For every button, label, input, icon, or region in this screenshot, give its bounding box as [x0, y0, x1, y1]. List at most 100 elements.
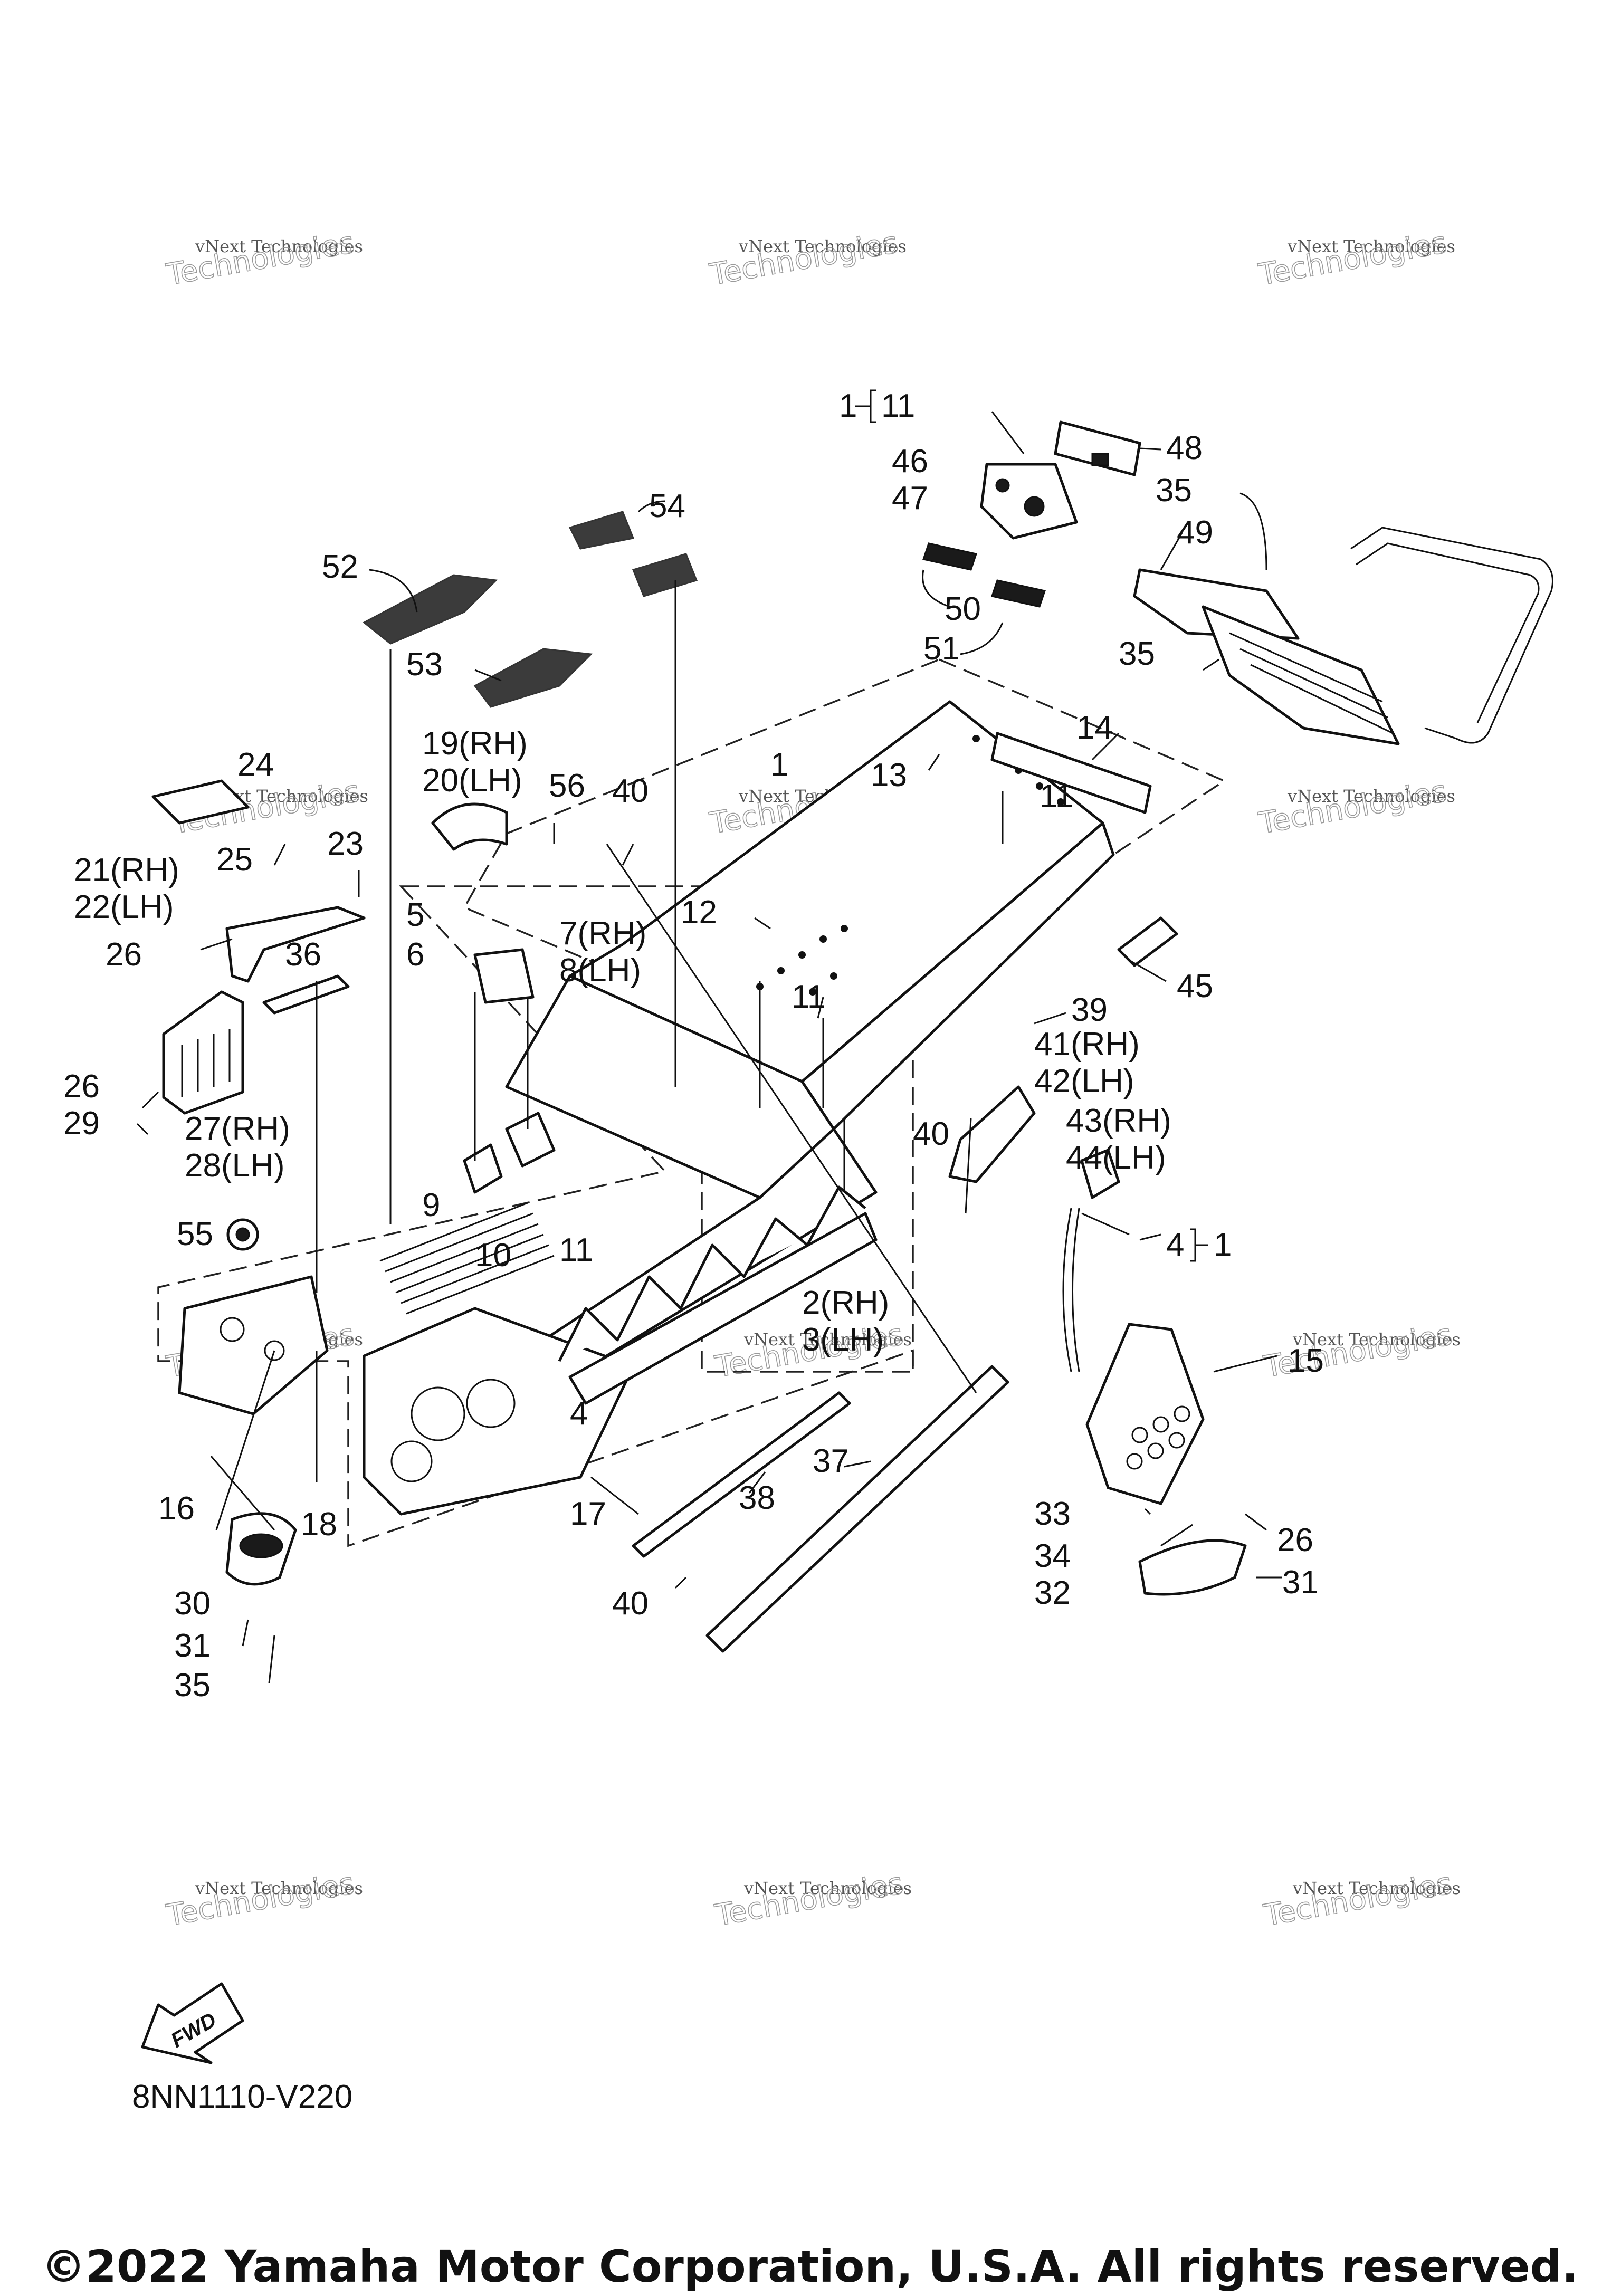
- svg-text:Technologies: Technologies: [164, 1866, 357, 1933]
- svg-text:Technologies: Technologies: [1261, 1866, 1455, 1933]
- callout: 23: [327, 826, 364, 862]
- callout: 18: [301, 1506, 337, 1543]
- callout: 6: [406, 936, 424, 973]
- callout: 49: [1177, 514, 1213, 551]
- callout: 29: [63, 1105, 100, 1142]
- callout: 24: [237, 747, 274, 783]
- callout: 11: [792, 979, 825, 1015]
- callout: 26: [1277, 1522, 1313, 1558]
- diagram-code: 8NN1110-V220: [132, 2079, 352, 2115]
- svg-text:vNext Technologies: vNext Technologies: [1292, 1878, 1461, 1898]
- callout: 51: [923, 630, 960, 667]
- svg-text:vNext Technologies: vNext Technologies: [743, 1329, 912, 1350]
- svg-text:vNext Technologies: vNext Technologies: [738, 236, 907, 256]
- callout: 46: [892, 443, 928, 480]
- callout: 35: [1119, 636, 1155, 672]
- callout: 36: [285, 936, 321, 973]
- svg-text:vNext Technologies: vNext Technologies: [1292, 1329, 1461, 1350]
- rear-parts: [922, 420, 1553, 814]
- callout: 20(LH): [422, 762, 522, 799]
- callout: 25: [216, 841, 253, 878]
- svg-text:vNext Technologies: vNext Technologies: [195, 1878, 363, 1898]
- svg-text:Technologies: Technologies: [707, 225, 901, 292]
- watermark: vNext Technologies Technologies: [1261, 1866, 1461, 1934]
- callout: 11: [1040, 778, 1073, 815]
- front-left-parts: [151, 779, 556, 1586]
- svg-text:vNext Technologies: vNext Technologies: [195, 236, 363, 256]
- snowflap-ribs: [1229, 632, 1394, 734]
- callout: 37: [813, 1443, 849, 1479]
- callout: 12: [681, 894, 717, 931]
- callout: 4: [570, 1395, 588, 1432]
- callout: 38: [739, 1480, 775, 1516]
- watermark: vNext Technologies Technologies: [707, 225, 907, 293]
- callout: 45: [1177, 968, 1213, 1004]
- callout: 52: [322, 549, 358, 585]
- callout: 33: [1034, 1496, 1071, 1532]
- callout: 7(RH): [559, 915, 646, 952]
- callout: 1: [770, 747, 788, 783]
- callout: 1: [839, 388, 857, 424]
- callout: 43(RH): [1066, 1103, 1171, 1139]
- callout: 5: [406, 897, 424, 933]
- callout: 11: [881, 388, 915, 424]
- callout: 40: [913, 1116, 949, 1152]
- callout: 10: [475, 1237, 511, 1274]
- callout: 55: [177, 1216, 213, 1252]
- svg-text:Technologies: Technologies: [1256, 774, 1450, 841]
- svg-text:Technologies: Technologies: [712, 1866, 906, 1933]
- callout: 8(LH): [559, 952, 641, 989]
- watermark: vNext Technologies Technologies: [1255, 225, 1455, 293]
- callout: 14: [1076, 710, 1113, 746]
- svg-text:Technologies: Technologies: [164, 225, 357, 292]
- callout: 31: [1282, 1564, 1319, 1601]
- callout: 44(LH): [1066, 1140, 1166, 1176]
- watermark: vNext Technologies Technologies: [712, 1866, 912, 1934]
- callout: 27(RH): [185, 1111, 290, 1147]
- fwd-arrow-icon: FWD: [141, 1982, 244, 2064]
- callout: 35: [174, 1667, 211, 1704]
- callout: 9: [422, 1187, 440, 1223]
- callout: 32: [1034, 1575, 1071, 1611]
- watermark: vNext Technologies Technologies: [163, 1866, 363, 1934]
- heat-exchanger-slots: [379, 1202, 555, 1315]
- vent-slots: [181, 1029, 231, 1097]
- callout: 3(LH): [802, 1322, 884, 1358]
- callout: 28(LH): [185, 1147, 285, 1184]
- callout: 35: [1156, 472, 1192, 509]
- callout: 40: [612, 773, 649, 809]
- callout: 31: [174, 1628, 211, 1664]
- callout: 11: [559, 1232, 593, 1268]
- callout: 2(RH): [802, 1285, 889, 1321]
- callout: 41(RH): [1034, 1026, 1140, 1063]
- copyright-notice: ©2022 Yamaha Motor Corporation, U.S.A. A…: [41, 2241, 1578, 2292]
- callout: 15: [1288, 1343, 1324, 1379]
- callout: 54: [649, 488, 685, 524]
- callout: 30: [174, 1585, 211, 1622]
- watermark: vNext Technologies Technologies: [163, 225, 363, 293]
- callout: 17: [570, 1496, 606, 1532]
- callout: 1: [1214, 1227, 1232, 1263]
- callout: 56: [549, 768, 585, 804]
- footrest-pads: [363, 511, 698, 708]
- callout: 50: [945, 591, 981, 627]
- callout: 13: [871, 757, 907, 793]
- callout: 22(LH): [74, 889, 174, 925]
- watermark: vNext Technologies Technologies: [1255, 774, 1455, 841]
- callout: 47: [892, 480, 928, 516]
- callout: 39: [1071, 992, 1108, 1028]
- svg-text:Technologies: Technologies: [1256, 225, 1450, 292]
- callout: 16: [158, 1490, 195, 1527]
- callout: 4: [1166, 1227, 1184, 1263]
- callout: 48: [1166, 430, 1203, 466]
- callout: 21(RH): [74, 852, 179, 888]
- callout: 42(LH): [1034, 1063, 1134, 1099]
- svg-text:vNext Technologies: vNext Technologies: [1287, 236, 1455, 256]
- svg-text:vNext Technologies: vNext Technologies: [743, 1878, 912, 1898]
- callout: 26: [106, 936, 142, 973]
- callout: 34: [1034, 1538, 1071, 1574]
- foot-plate-holes: [1126, 1405, 1190, 1470]
- callout: 26: [63, 1068, 100, 1105]
- callout: 19(RH): [422, 725, 528, 762]
